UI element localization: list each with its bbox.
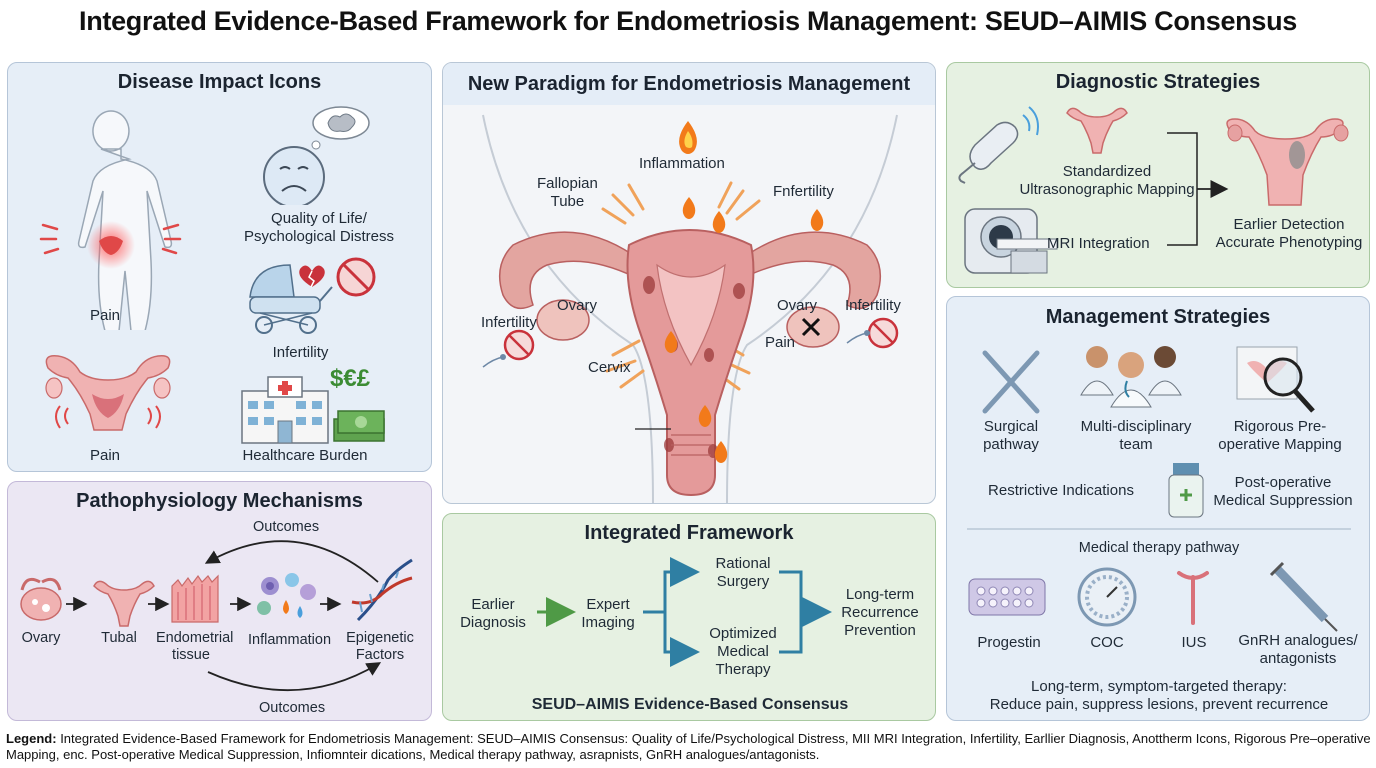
paradigm-header-band [443,63,935,105]
diagnostic-diagram [958,106,1349,274]
long-term-recurrence-prevention-step: Long-term Recurrence Prevention [841,586,919,639]
management-icons [967,346,1351,632]
drug-gnrh: GnRH analogues/ antagonists [1238,632,1358,667]
step-tubal: Tubal [101,630,137,646]
medical-therapy-pathway-label: Medical therapy pathway [1078,540,1240,556]
legend-text: Integrated Evidence-Based Framework for … [6,731,1371,762]
step-endometrial-tissue: Endometrial tissue [156,630,234,664]
ultrasonographic-mapping-label: Standardized Ultrasonographic Mapping [1019,163,1195,198]
tubal-uterus-icon [93,580,155,627]
expert-imaging-step: Expert Imaging [581,596,635,631]
optimized-medical-therapy-step: Optimized Medical Therapy [709,625,777,678]
uterus-pain-icon [45,355,171,431]
surgical-pathway-label: Surgical pathway [983,418,1039,453]
earlier-diagnosis-step: Earlier Diagnosis [460,596,526,631]
management-strategies-panel: Management Strategies [946,296,1370,721]
distressed-face-icon [263,106,370,205]
outcomes-bottom-label: Outcomes [259,700,326,716]
pathophysiology-diagram [20,540,413,692]
ovary-right-label: Ovary [777,297,818,314]
long-term-therapy-summary: Long-term, symptom-targeted therapy: Red… [989,678,1329,713]
pain-label-2: Pain [89,447,121,464]
infertility-icons [249,257,376,334]
fnfertility-label: Fnfertility [773,183,834,200]
legend: Legend: Integrated Evidence-Based Framew… [6,731,1372,763]
postoperative-suppression-label: Post-operative Medical Suppression [1213,474,1353,509]
ultrasound-probe-icon [958,106,1039,184]
fallopian-tube-label: Fallopian Tube [537,175,598,210]
ovary-left-label: Ovary [557,297,598,314]
pathophysiology-panel: Pathophysiology Mechanisms Outcomes Outc… [7,481,432,721]
restrictive-indications-label: Restrictive Indications [988,482,1134,499]
small-uterus-icon [1066,107,1128,154]
drug-ius: IUS [1181,634,1207,651]
infertility-label: Infertility [272,344,329,361]
ius-device-icon [1177,571,1209,625]
drug-coc: COC [1090,634,1124,651]
endometrial-tissue-icon [171,574,219,623]
hospital-money-icon [241,376,385,444]
surgical-instruments-icon [982,350,1040,414]
medical-team-icon [1080,346,1182,408]
cervix-label: Cervix [588,359,631,376]
disease-impact-panel: Disease Impact Icons Pain Quality of Lif… [7,62,432,472]
new-paradigm-panel: New Paradigm for Endometriosis Managemen… [442,62,936,504]
healthcare-burden-label: Healthcare Burden [242,447,368,464]
step-inflammation: Inflammation [248,632,332,648]
progestin-pill-pack-icon [968,578,1046,616]
framework-flow-arrows [537,557,832,667]
management-heading: Management Strategies [1045,306,1271,328]
inflammation-cells-icon [257,573,316,618]
rational-surgery-step: Rational Surgery [715,555,771,590]
large-uterus-icon [1226,118,1349,206]
inflammation-label: Inflammation [639,155,725,172]
dna-helix-icon [351,558,413,622]
outcomes-top-label: Outcomes [253,519,320,535]
pain-label: Pain [765,334,796,351]
coc-pill-dial-icon [1077,567,1137,627]
infertility-left-label: Infertility [481,314,537,331]
inflammation-flames [664,121,824,463]
infertility-right-label: Infertility [845,297,901,314]
framework-heading: Integrated Framework [584,522,794,544]
diagnostic-strategies-panel: Diagnostic Strategies Stan [946,62,1370,288]
consensus-label: SEUD–AIMIS Evidence-Based Consensus [531,696,849,713]
paradigm-heading: New Paradigm for Endometriosis Managemen… [467,73,911,95]
infertility-symbols [482,317,899,368]
disease-impact-heading: Disease Impact Icons [117,71,322,93]
mri-integration-label: MRI Integration [1047,235,1150,252]
multidisciplinary-team-label: Multi-disciplinary team [1080,418,1192,453]
page-title: Integrated Evidence-Based Framework for … [79,6,1297,36]
earlier-detection-label: Earlier Detection Accurate Phenotyping [1215,216,1363,251]
uterus-diagram [482,114,899,503]
step-epigenetic-factors: Epigenetic Factors [346,630,414,664]
magnifier-icon [1236,346,1315,413]
preoperative-mapping-label: Rigorous Pre- operative Mapping [1218,418,1342,453]
ovary-icon [20,577,62,621]
pain-label-1: Pain [89,307,121,324]
mri-scanner-icon [964,208,1058,274]
currency-symbols: $€£ [330,365,371,392]
syringe-icon [1269,561,1338,632]
pathophysiology-heading: Pathophysiology Mechanisms [76,490,363,512]
integrated-framework-panel: Integrated Framework Earlier Diagnosis E… [442,513,936,721]
medication-vial-icon [1168,463,1204,518]
body-pain-icon [39,110,182,330]
step-ovary: Ovary [21,630,61,646]
legend-label: Legend: [6,731,57,746]
quality-of-life-label: Quality of Life/ Psychological Distress [243,210,395,245]
diagnostic-heading: Diagnostic Strategies [1055,71,1261,93]
drug-progestin: Progestin [977,634,1041,651]
